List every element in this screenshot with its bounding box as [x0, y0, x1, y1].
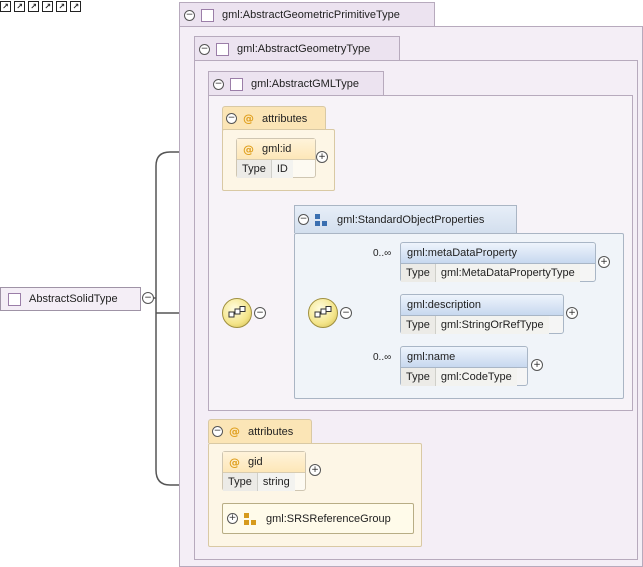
- collapse-icon[interactable]: −: [254, 307, 266, 319]
- choice-icon: [314, 306, 332, 318]
- attribute-icon: @: [243, 112, 254, 125]
- type-row: Type ID: [237, 160, 315, 178]
- attribute-gid[interactable]: @ gid Type string: [222, 451, 306, 491]
- group-tab-standard-object-properties[interactable]: − gml:StandardObjectProperties: [294, 205, 517, 233]
- type-label: Type: [401, 368, 436, 386]
- collapse-icon[interactable]: −: [212, 426, 223, 437]
- type-tab-primitive[interactable]: − gml:AbstractGeometricPrimitiveType: [179, 2, 435, 27]
- element-header: gml:description: [401, 295, 563, 316]
- type-label: gml:AbstractGeometryType: [237, 43, 371, 55]
- collapse-icon[interactable]: −: [298, 214, 309, 225]
- type-icon: [216, 42, 229, 56]
- branch-connector: [155, 151, 222, 486]
- element-name: gml:name: [407, 351, 456, 363]
- expand-icon[interactable]: +: [531, 359, 543, 371]
- attributes-tab-lower[interactable]: − @ attributes: [208, 419, 312, 443]
- collapse-icon[interactable]: −: [142, 292, 154, 304]
- collapse-icon[interactable]: −: [226, 113, 237, 124]
- external-link-icon[interactable]: ↗: [28, 1, 40, 12]
- element-description[interactable]: gml:description Type gml:StringOrRefType: [400, 294, 564, 334]
- attribute-gml-id[interactable]: @ gml:id Type ID: [236, 138, 316, 178]
- type-row: Type gml:CodeType: [401, 368, 527, 386]
- attributes-label: attributes: [248, 425, 294, 438]
- expand-icon[interactable]: +: [566, 307, 578, 319]
- type-icon: [230, 77, 243, 91]
- collapse-icon[interactable]: −: [199, 43, 210, 55]
- element-name[interactable]: gml:name Type gml:CodeType: [400, 346, 528, 386]
- collapse-icon[interactable]: −: [184, 9, 195, 21]
- collapse-icon[interactable]: −: [340, 307, 352, 319]
- attribute-group-icon: [244, 512, 256, 525]
- type-value: gml:MetaDataPropertyType: [435, 264, 580, 282]
- element-metadataproperty[interactable]: gml:metaDataProperty Type gml:MetaDataPr…: [400, 242, 596, 282]
- type-label: Type: [237, 160, 272, 178]
- external-link-icon[interactable]: ↗: [70, 1, 82, 12]
- external-link-icon[interactable]: ↗: [0, 1, 11, 12]
- expand-icon[interactable]: +: [598, 256, 610, 268]
- type-row: Type string: [223, 473, 305, 491]
- type-label: Type: [223, 473, 258, 491]
- type-row: Type gml:MetaDataPropertyType: [401, 264, 595, 282]
- attributes-label: attributes: [262, 112, 308, 125]
- element-name: gml:metaDataProperty: [407, 247, 518, 259]
- type-label: Type: [401, 264, 436, 282]
- type-tab-gml[interactable]: − gml:AbstractGMLType: [208, 71, 384, 96]
- type-value: string: [257, 473, 295, 491]
- element-header: gml:metaDataProperty: [401, 243, 595, 264]
- attribute-group-label: gml:SRSReferenceGroup: [266, 512, 391, 525]
- choice-compositor[interactable]: [308, 298, 338, 328]
- sequence-icon: [228, 306, 246, 318]
- external-link-icon[interactable]: ↗: [14, 1, 26, 12]
- type-row: Type gml:StringOrRefType: [401, 316, 563, 334]
- attribute-icon: @: [229, 455, 240, 469]
- type-value: ID: [271, 160, 293, 178]
- expand-icon[interactable]: +: [316, 151, 328, 163]
- root-element[interactable]: AbstractSolidType: [0, 287, 141, 311]
- element-name: gml:description: [407, 299, 481, 311]
- type-icon: [201, 8, 214, 22]
- external-link-icon[interactable]: ↗: [42, 1, 54, 12]
- attributes-tab-upper[interactable]: − @ attributes: [222, 106, 326, 130]
- attribute-icon: @: [229, 425, 240, 438]
- attribute-name: gid: [248, 456, 263, 468]
- expand-icon[interactable]: +: [227, 513, 238, 524]
- external-link-icon[interactable]: ↗: [56, 1, 68, 12]
- sequence-compositor[interactable]: [222, 298, 252, 328]
- type-label: gml:AbstractGMLType: [251, 78, 359, 90]
- element-header: gml:name: [401, 347, 527, 368]
- attribute-header: @ gid: [223, 452, 305, 473]
- type-label: Type: [401, 316, 436, 334]
- attribute-icon: @: [243, 142, 254, 156]
- group-label: gml:StandardObjectProperties: [337, 213, 485, 226]
- type-icon: [8, 292, 21, 306]
- cardinality-label: 0..∞: [373, 248, 392, 259]
- collapse-icon[interactable]: −: [213, 78, 224, 90]
- attribute-name: gml:id: [262, 143, 292, 155]
- type-label: gml:AbstractGeometricPrimitiveType: [222, 9, 400, 21]
- type-value: gml:CodeType: [435, 368, 517, 386]
- cardinality-label: 0..∞: [373, 352, 392, 363]
- type-tab-geometry[interactable]: − gml:AbstractGeometryType: [194, 36, 400, 61]
- attribute-header: @ gml:id: [237, 139, 315, 160]
- expand-icon[interactable]: +: [309, 464, 321, 476]
- type-value: gml:StringOrRefType: [435, 316, 549, 334]
- group-icon: [315, 213, 327, 226]
- attribute-group-srs-reference[interactable]: + gml:SRSReferenceGroup: [222, 503, 414, 534]
- root-element-label: AbstractSolidType: [29, 293, 118, 305]
